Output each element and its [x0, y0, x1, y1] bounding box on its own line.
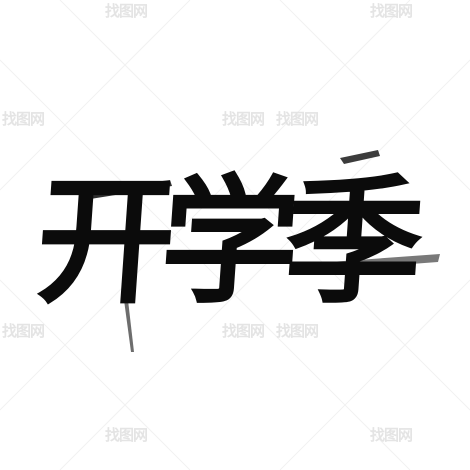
headline-text: 开学季 — [31, 160, 428, 323]
watermark-label: 找图网 — [276, 322, 319, 340]
watermark-label: 找图网 — [276, 110, 319, 128]
watermark-label: 找图网 — [370, 426, 413, 444]
watermark-label: 找图网 — [2, 110, 45, 128]
brush-streaks — [78, 150, 440, 352]
watermark-label: 找图网 — [370, 2, 413, 20]
watermark-label: 找图网 — [105, 2, 148, 20]
watermark-label: 找图网 — [2, 322, 45, 340]
watermark-label: 找图网 — [105, 426, 148, 444]
watermark-label: 找图网 — [222, 110, 265, 128]
watermark-label: 找图网 — [222, 322, 265, 340]
